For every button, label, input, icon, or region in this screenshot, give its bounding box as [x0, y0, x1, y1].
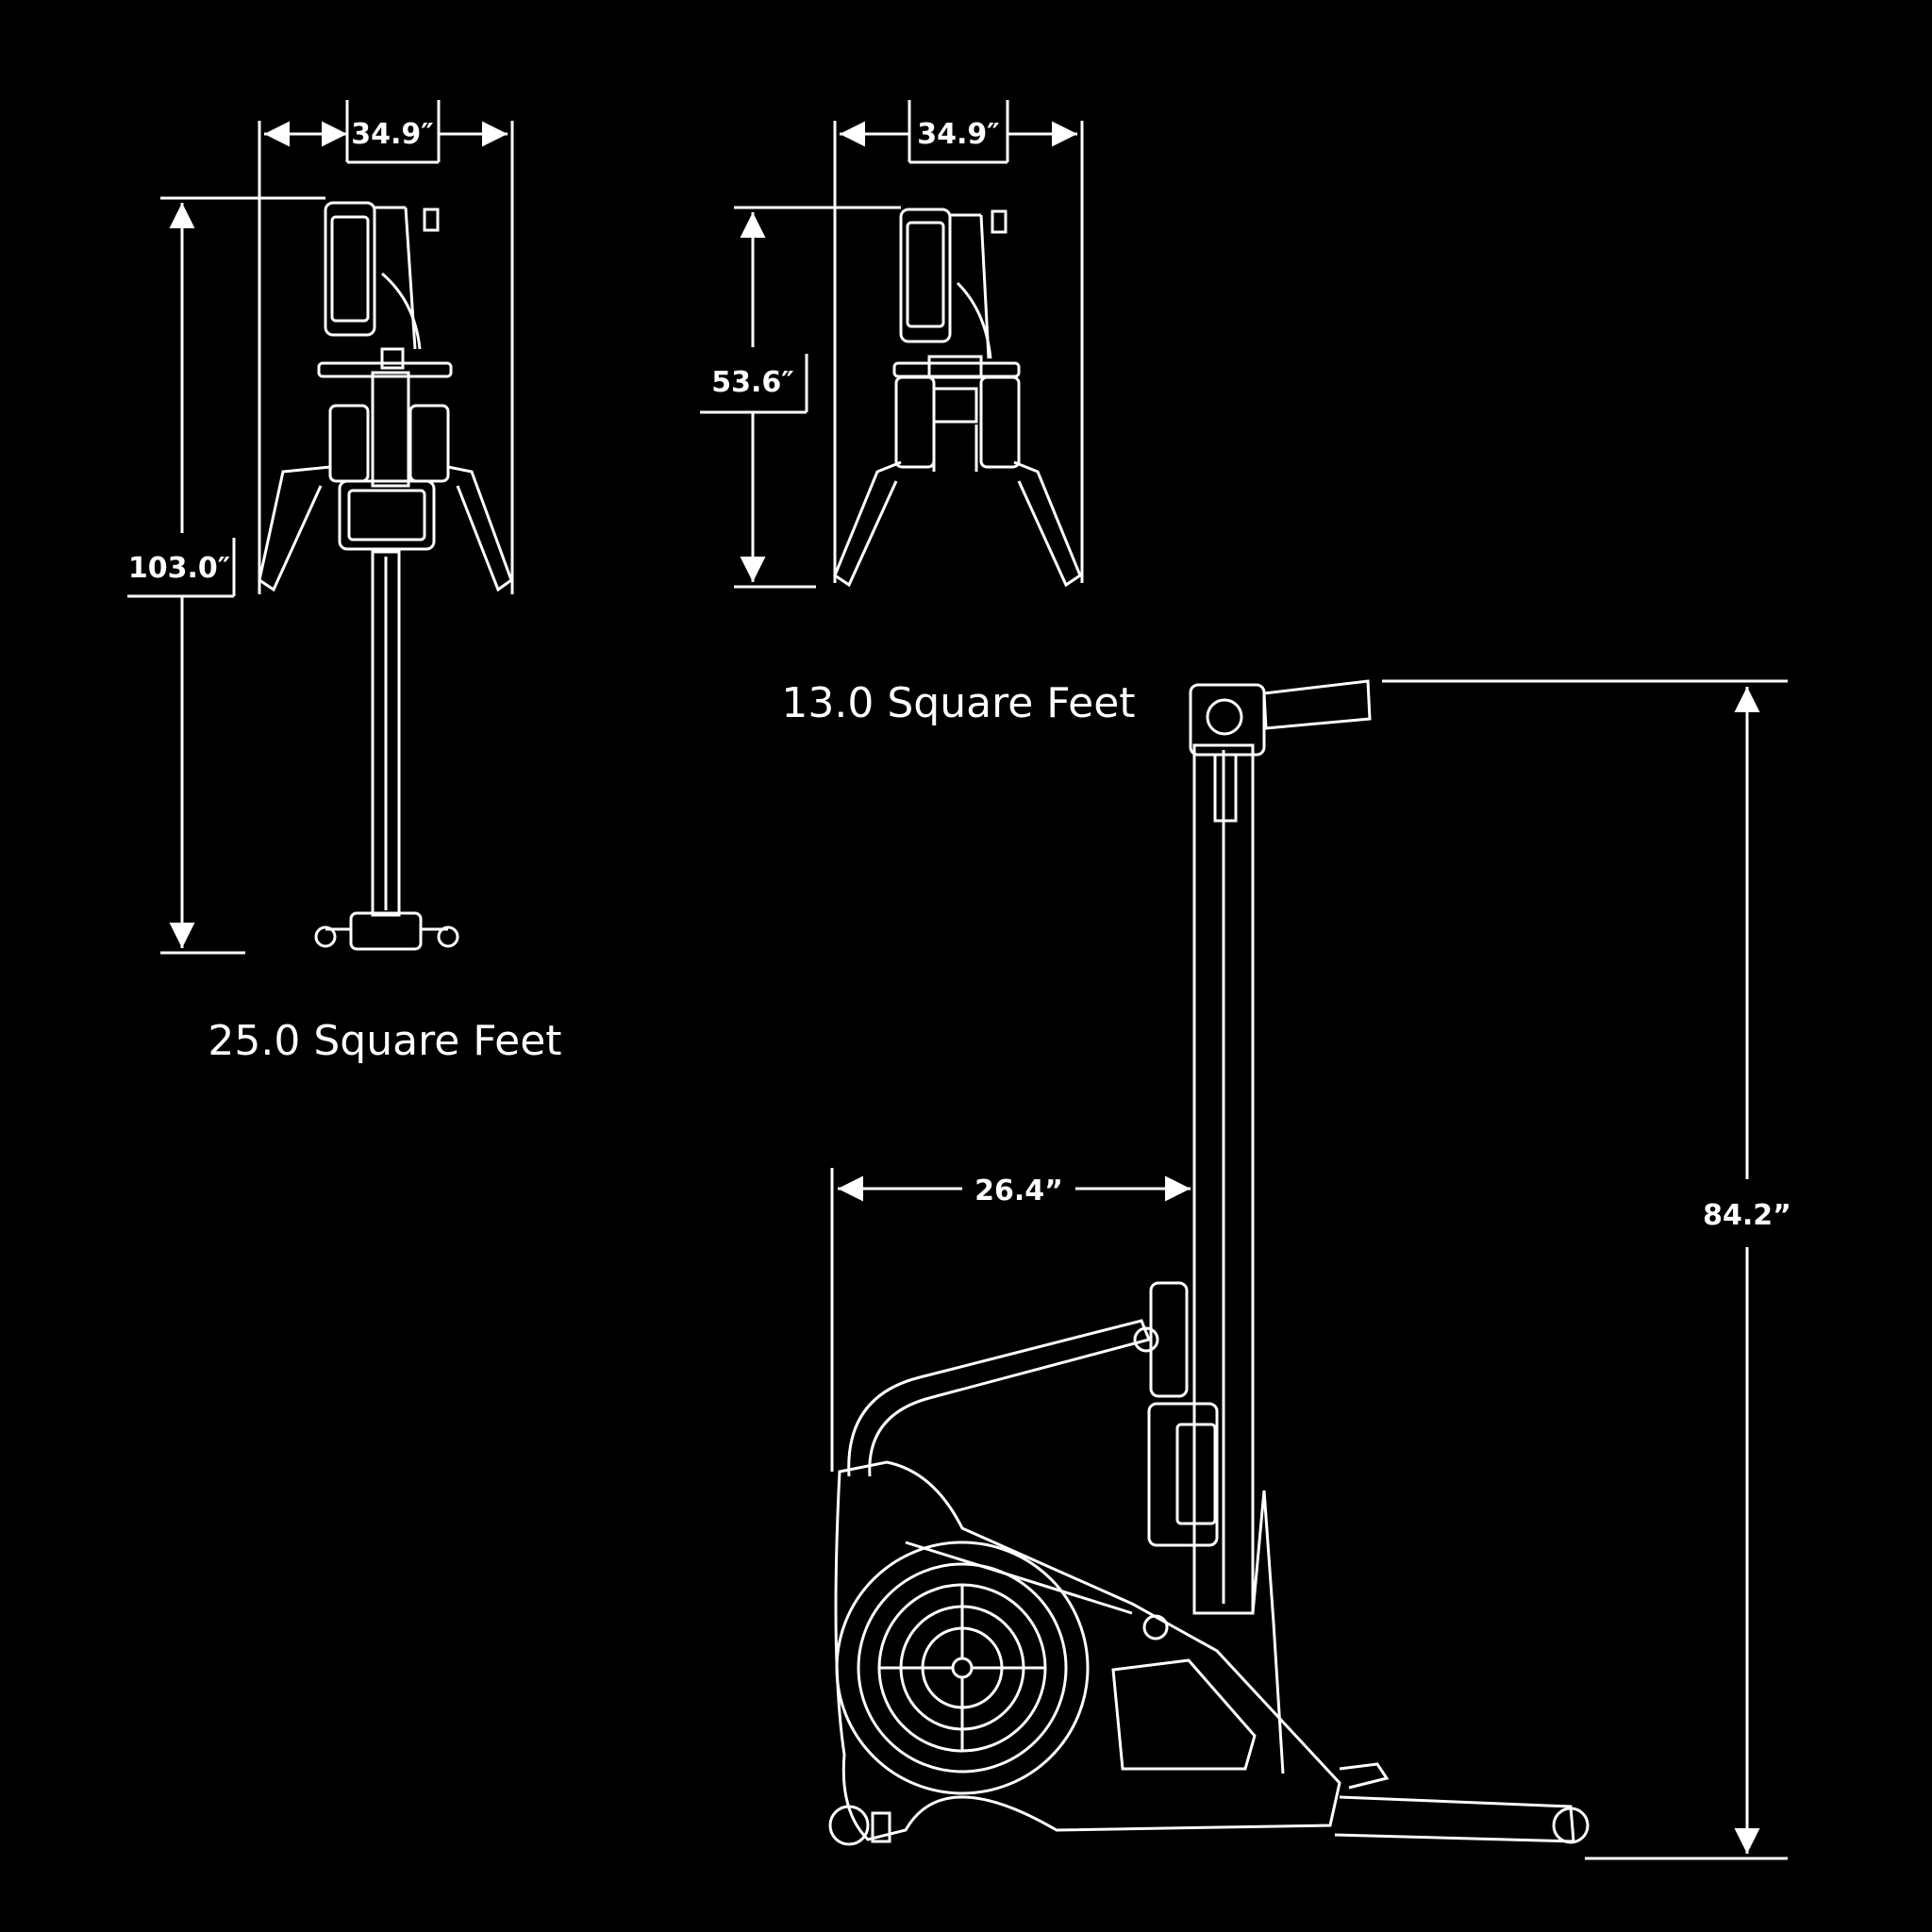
width-dimension-b: [833, 100, 1084, 583]
depth-dimension: [830, 1168, 1191, 1472]
rower-top-view-a: [258, 201, 513, 951]
top-view-upright: [700, 100, 1084, 589]
length-dimension-b: [700, 206, 901, 589]
height-label: 84.2”: [1703, 1199, 1791, 1232]
area-label-b: 13.0 Square Feet: [781, 679, 1135, 727]
length-dimension-a: [127, 196, 325, 955]
width-label-b: 34.9″: [917, 118, 999, 151]
top-view-extended: [127, 100, 514, 955]
width-dimension-a: [258, 100, 514, 594]
depth-label: 26.4”: [974, 1174, 1063, 1208]
side-view: [828, 679, 1788, 1860]
area-label-a: 25.0 Square Feet: [208, 1017, 561, 1065]
rower-top-view-b: [833, 208, 1082, 588]
width-label-a: 34.9″: [351, 118, 433, 151]
rower-side-view: [828, 679, 1590, 1846]
height-dimension: [1382, 679, 1788, 1860]
length-label-b: 53.6″: [711, 366, 793, 399]
length-label-a: 103.0″: [128, 552, 230, 585]
